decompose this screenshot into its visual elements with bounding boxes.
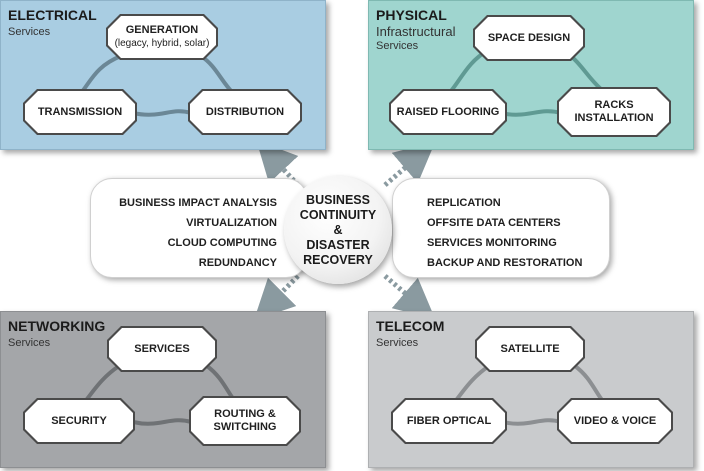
generation-sublabel: (legacy, hybrid, solar) — [114, 38, 210, 49]
physical-title: PHYSICAL — [376, 7, 447, 23]
physical-subtitle-line2: Services — [376, 40, 419, 52]
list-item: CLOUD COMPUTING — [167, 237, 277, 249]
physical-subtitle: Infrastructural Services — [376, 25, 506, 53]
racks-label-line2: INSTALLATION — [574, 112, 654, 124]
list-item: BACKUP AND RESTORATION — [427, 257, 583, 269]
transmission-label: TRANSMISSION — [37, 105, 123, 118]
telecom-subtitle: Services — [376, 337, 419, 349]
racks-label-line1: RACKS — [594, 99, 634, 111]
networking-subtitle: Services — [8, 337, 51, 349]
fiber-optical-node: FIBER OPTICAL — [391, 398, 507, 444]
physical-subtitle-line1: Infrastructural — [376, 24, 456, 39]
security-label: SECURITY — [51, 414, 107, 427]
arrow-to-telecom — [383, 274, 436, 320]
center-line-4: DISASTER — [306, 237, 370, 252]
distribution-node: DISTRIBUTION — [188, 89, 302, 135]
physical-panel: PHYSICAL Infrastructural Services SPACE … — [368, 0, 694, 150]
networking-panel: NETWORKING Services SERVICES SECURITY RO… — [0, 311, 326, 468]
right-topics-box: REPLICATION OFFSITE DATA CENTERS SERVICE… — [392, 178, 610, 278]
center-line-1: BUSINESS — [306, 192, 370, 207]
electrical-panel: ELECTRICAL Services GENERATION (legacy, … — [0, 0, 326, 150]
video-voice-label: VIDEO & VOICE — [573, 414, 657, 427]
generation-label: GENERATION — [125, 24, 199, 36]
center-line-5: RECOVERY — [303, 252, 373, 267]
satellite-node: SATELLITE — [475, 326, 585, 372]
security-node: SECURITY — [23, 398, 135, 444]
networking-title: NETWORKING — [8, 318, 106, 334]
list-item: BUSINESS IMPACT ANALYSIS — [119, 197, 277, 209]
list-item: REPLICATION — [427, 197, 501, 209]
routing-label-line2: SWITCHING — [213, 421, 277, 433]
services-node: SERVICES — [107, 326, 217, 372]
telecom-title: TELECOM — [376, 318, 445, 334]
center-line-2: CONTINUITY — [299, 207, 377, 222]
satellite-label: SATELLITE — [500, 342, 560, 355]
center-circle: BUSINESS CONTINUITY & DISASTER RECOVERY — [284, 176, 392, 284]
services-label: SERVICES — [134, 342, 190, 355]
list-item: OFFSITE DATA CENTERS — [427, 217, 561, 229]
arrow-to-physical — [383, 141, 436, 187]
left-topics-list: BUSINESS IMPACT ANALYSIS VIRTUALIZATION … — [119, 193, 277, 273]
center-line-3: & — [333, 222, 343, 237]
list-item: REDUNDANCY — [198, 257, 277, 269]
distribution-label: DISTRIBUTION — [205, 105, 285, 118]
electrical-subtitle: Services — [8, 26, 51, 38]
space-design-node: SPACE DESIGN — [473, 15, 585, 61]
list-item: SERVICES MONITORING — [427, 237, 557, 249]
left-topics-box: BUSINESS IMPACT ANALYSIS VIRTUALIZATION … — [90, 178, 308, 278]
electrical-title: ELECTRICAL — [8, 7, 97, 23]
fiber-optical-label: FIBER OPTICAL — [406, 414, 492, 427]
telecom-panel: TELECOM Services SATELLITE FIBER OPTICAL… — [368, 311, 694, 468]
raised-flooring-node: RAISED FLOORING — [389, 89, 507, 135]
racks-installation-node: RACKS INSTALLATION — [557, 87, 671, 137]
routing-switching-node: ROUTING & SWITCHING — [189, 396, 301, 446]
video-voice-node: VIDEO & VOICE — [557, 398, 673, 444]
raised-flooring-label: RAISED FLOORING — [396, 105, 500, 118]
routing-label-line1: ROUTING & — [214, 408, 276, 420]
arrow-to-networking — [253, 274, 300, 321]
space-design-label: SPACE DESIGN — [487, 31, 571, 44]
list-item: VIRTUALIZATION — [186, 217, 277, 229]
right-topics-list: REPLICATION OFFSITE DATA CENTERS SERVICE… — [427, 193, 582, 273]
transmission-node: TRANSMISSION — [23, 89, 137, 135]
generation-node: GENERATION (legacy, hybrid, solar) — [106, 14, 218, 60]
